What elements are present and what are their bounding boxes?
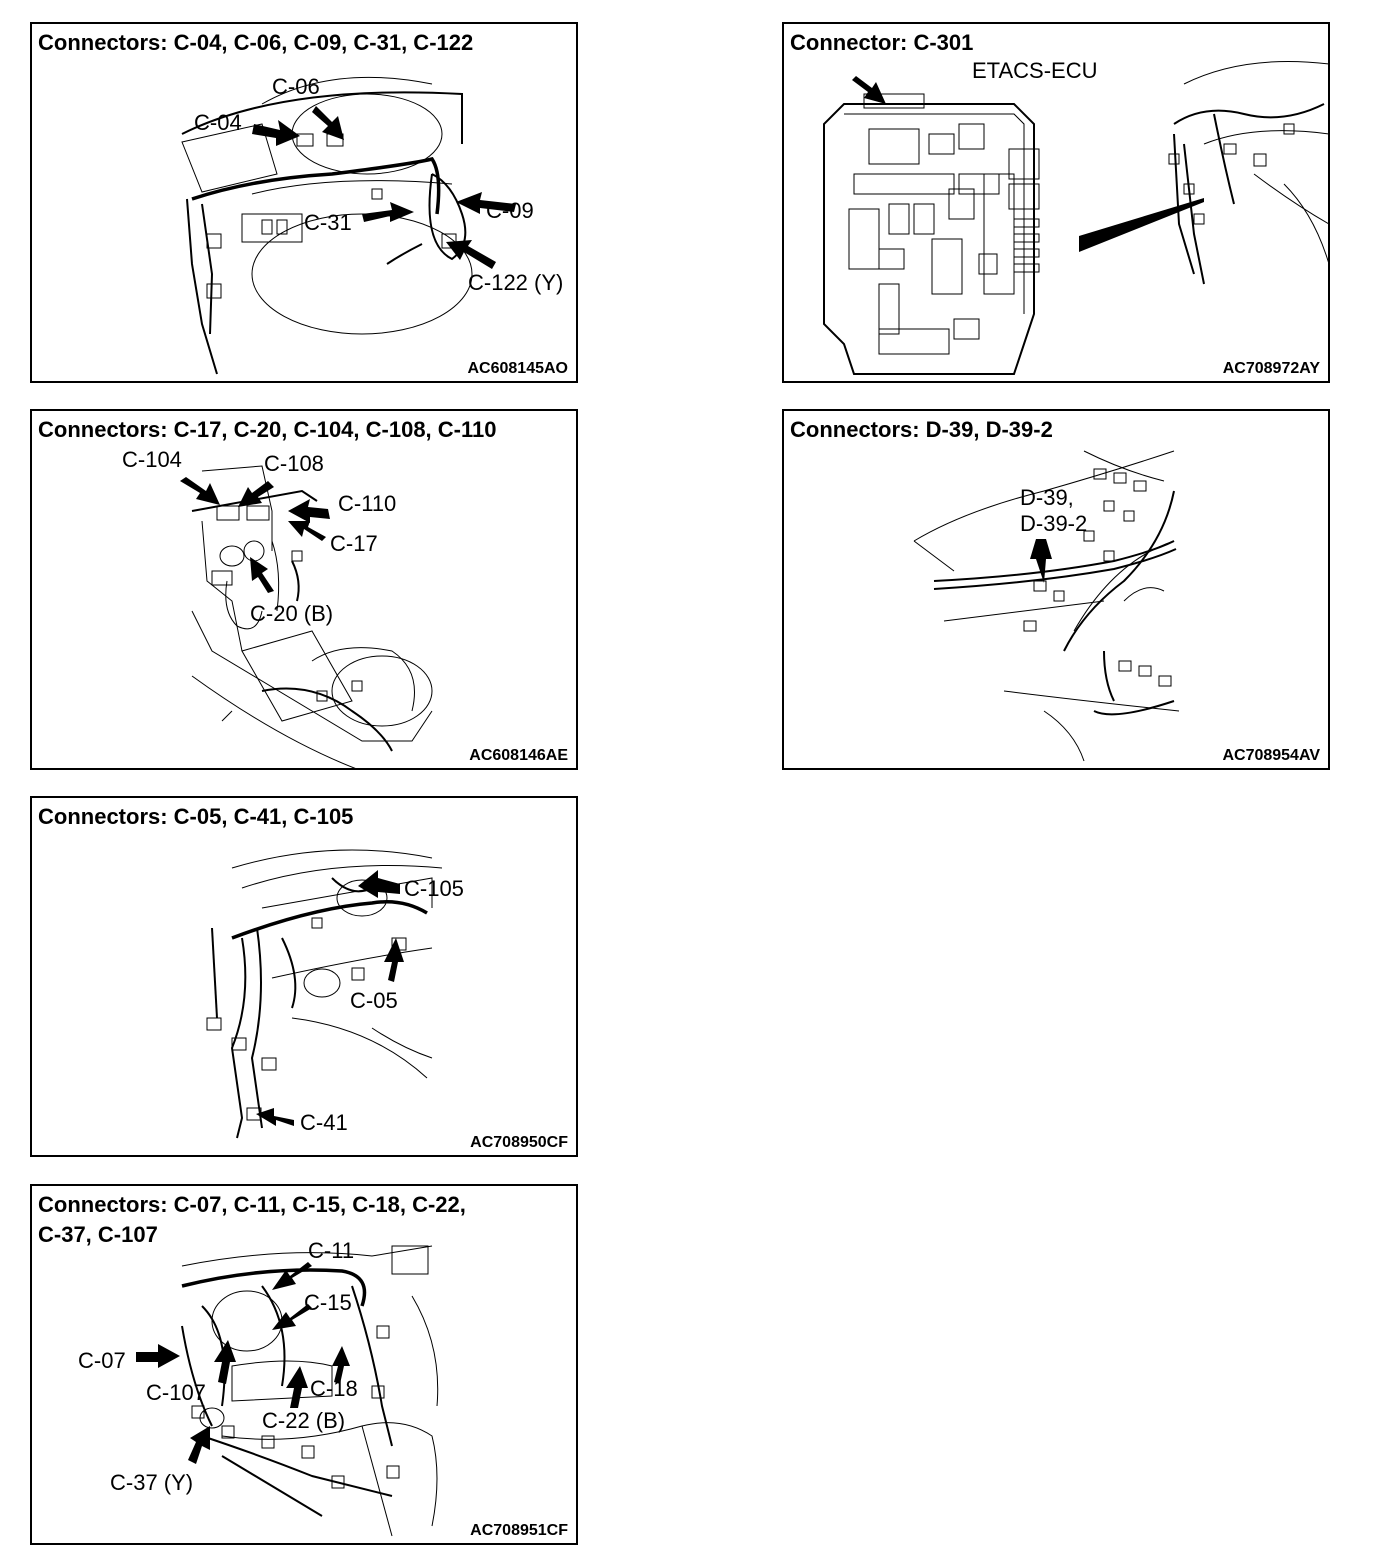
panel-c07-c11-c15-c18-c22-c37-c107: Connectors: C-07, C-11, C-15, C-18, C-22… — [30, 1184, 578, 1545]
label-c04: C-04 — [194, 110, 242, 135]
figure-code: AC708954AV — [1222, 747, 1320, 764]
label-c105: C-105 — [404, 876, 464, 901]
label-d39: D-39, D-39-2 — [1020, 485, 1088, 536]
label-c20: C-20 (B) — [250, 601, 334, 626]
label-c108: C-108 — [264, 451, 324, 476]
label-c31: C-31 — [304, 210, 352, 235]
figure-code: AC708951CF — [470, 1522, 568, 1539]
label-c09: C-09 — [486, 198, 534, 223]
instrument-panel-harness-illustration — [206, 849, 443, 1139]
label-c15: C-15 — [304, 1290, 352, 1315]
panel-c04-c06-c09-c31-c122: Connectors: C-04, C-06, C-09, C-31, C-12… — [30, 22, 578, 383]
panel-title: Connectors: C-07, C-11, C-15, C-18, C-22… — [38, 1192, 466, 1247]
label-c110: C-110 — [338, 491, 397, 516]
label-c122: C-122 (Y) — [468, 270, 564, 295]
label-c11: C-11 — [308, 1238, 355, 1263]
panel-c17-c20-c104-c108-c110: Connectors: C-17, C-20, C-104, C-108, C-… — [30, 409, 578, 770]
panel-d39-d39-2: Connectors: D-39, D-39-2 D-39, D-39-2 AC… — [782, 409, 1330, 770]
label-c05: C-05 — [350, 988, 398, 1013]
panel-title: Connectors: D-39, D-39-2 — [790, 417, 1053, 442]
panel-title: Connectors: C-05, C-41, C-105 — [38, 804, 354, 829]
door-harness-illustration — [913, 450, 1180, 762]
figure-code: AC708950CF — [470, 1134, 568, 1151]
label-c107: C-107 — [146, 1380, 206, 1405]
label-c18: C-18 — [310, 1376, 358, 1401]
figure-code: AC708972AY — [1222, 360, 1320, 377]
figure-code: AC608145AO — [467, 360, 569, 377]
dashboard-harness-illustration — [181, 76, 516, 375]
label-c17: C-17 — [330, 531, 378, 556]
panel-c05-c41-c105: Connectors: C-05, C-41, C-105 C-105 C-05… — [30, 796, 578, 1157]
panel-title: Connectors: C-17, C-20, C-104, C-108, C-… — [38, 417, 497, 442]
label-c104: C-104 — [122, 447, 182, 472]
label-c06: C-06 — [272, 74, 320, 99]
label-c37: C-37 (Y) — [110, 1470, 194, 1495]
etacs-ecu-illustration — [823, 61, 1328, 375]
panel-c301: Connector: C-301 ETACS-ECU AC708972AY — [782, 22, 1330, 383]
lower-dash-harness-illustration — [136, 1245, 439, 1537]
center-console-illustration — [180, 465, 433, 768]
label-c07: C-07 — [78, 1348, 126, 1373]
panel-title: Connectors: C-04, C-06, C-09, C-31, C-12… — [38, 30, 474, 55]
label-c41: C-41 — [300, 1110, 348, 1135]
figure-code: AC608146AE — [469, 747, 568, 764]
label-etacs-ecu: ETACS-ECU — [972, 58, 1098, 83]
panel-title: Connector: C-301 — [790, 30, 974, 55]
label-c22: C-22 (B) — [262, 1408, 346, 1433]
